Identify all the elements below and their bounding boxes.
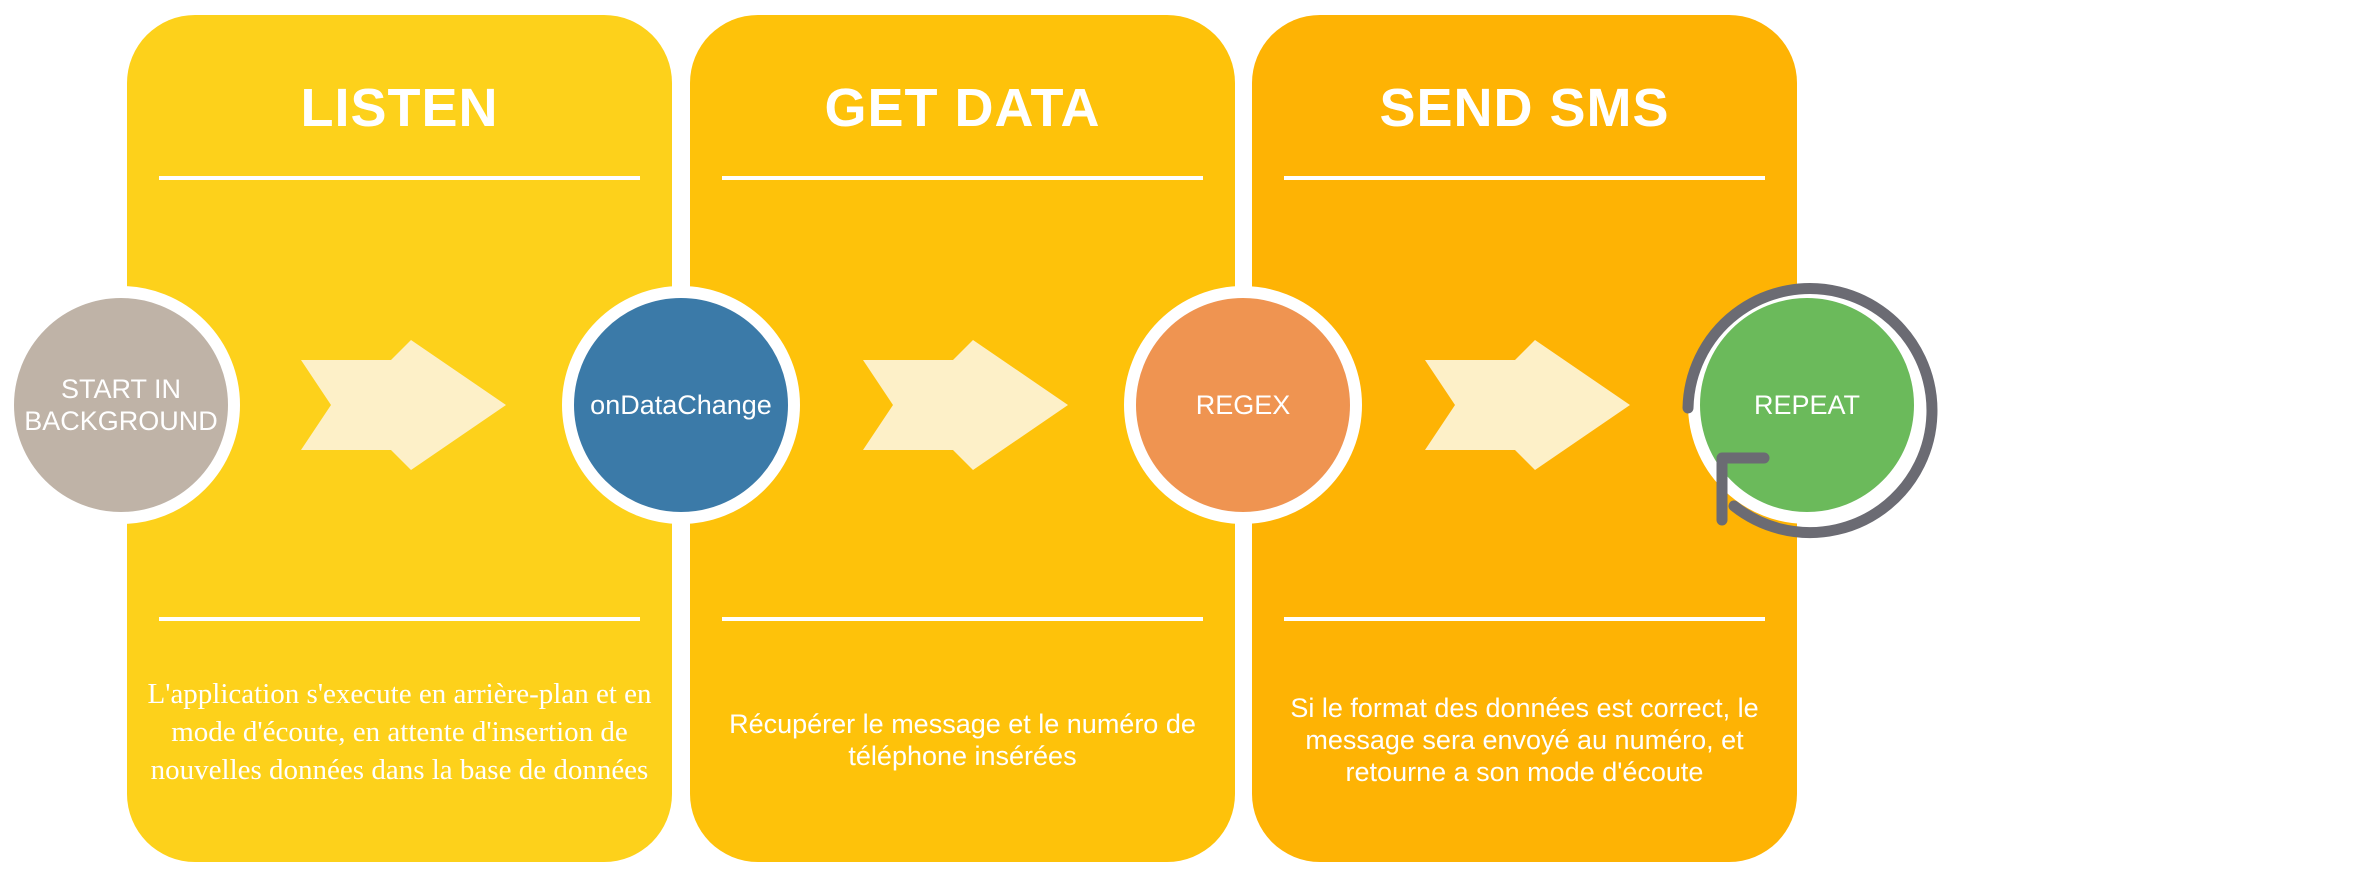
regex-node: REGEX [1124, 286, 1362, 524]
send-sms-bottom-divider [1284, 617, 1765, 621]
listen-title: LISTEN [300, 78, 499, 138]
listen-top-divider [159, 176, 640, 180]
flow-arrow-2-icon [863, 340, 1068, 470]
listen-bottom-divider [159, 617, 640, 621]
get-data-description: Récupérer le message et le numéro de tél… [729, 709, 1196, 771]
get-data-title: GET DATA [824, 78, 1101, 138]
start-in-background-node: START IN BACKGROUND [2, 286, 240, 524]
get-data-top-divider [722, 176, 1203, 180]
repeat-node: REPEAT [1688, 286, 1926, 524]
on-data-change-node: onDataChange [562, 286, 800, 524]
listen-description: L'application s'execute en arrière-plan … [147, 678, 652, 786]
flow-arrow-3-icon [1425, 340, 1630, 470]
send-sms-description: Si le format des données est correct, le… [1290, 693, 1759, 787]
get-data-bottom-divider [722, 617, 1203, 621]
flow-arrow-1-icon [301, 340, 506, 470]
send-sms-title: SEND SMS [1379, 78, 1670, 138]
repeat-cycle-icon [1682, 283, 1938, 539]
send-sms-top-divider [1284, 176, 1765, 180]
